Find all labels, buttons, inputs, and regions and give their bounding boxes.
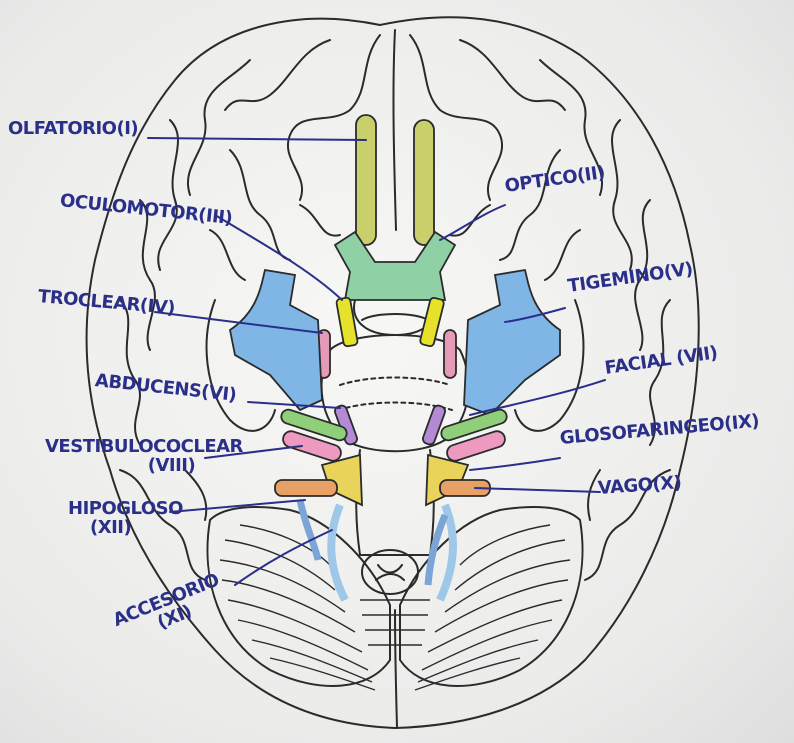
longitudinal-fissure (393, 30, 396, 230)
leader-glosofaringeo (470, 458, 560, 470)
trochlear-right (444, 330, 456, 378)
olfactory-bulb-left (356, 115, 376, 245)
olfactory-bulb-right (414, 120, 434, 245)
label-olfatorio: OLFATORIO(I) (8, 120, 138, 139)
lower-fissure (395, 610, 397, 727)
cerebellum-left (208, 507, 391, 686)
abducens-right (422, 404, 447, 446)
label-vestibulococlear: VESTIBULOCOCLEAR (VIII) (45, 438, 243, 476)
label-vestibulococlear-line2: (VIII) (45, 457, 243, 476)
leader-olfatorio (148, 138, 366, 140)
hypoglossal-right (428, 515, 445, 585)
accessory-left (331, 505, 345, 600)
label-vestibulococlear-line1: VESTIBULOCOCLEAR (45, 438, 243, 457)
medulla (356, 450, 434, 555)
leader-optico (440, 205, 505, 240)
trigeminal-left (230, 270, 322, 410)
leader-vago (475, 488, 600, 492)
vagus-left (275, 480, 337, 496)
optic-chiasm (335, 232, 455, 300)
trigeminal-right (464, 270, 560, 415)
hypoglossal-left (300, 500, 318, 560)
label-hipogloso: HIPOGLOSO (XII) (68, 500, 183, 538)
cerebellum-right (400, 507, 583, 686)
label-hipogloso-line2: (XII) (68, 519, 183, 538)
leader-hipogloso (170, 500, 305, 512)
